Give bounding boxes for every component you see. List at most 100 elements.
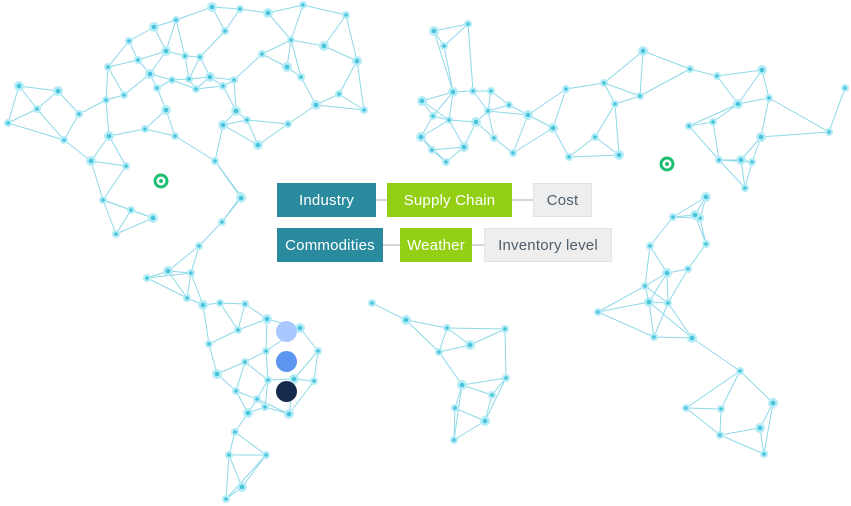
network-edge xyxy=(257,123,289,146)
network-node xyxy=(195,242,203,250)
network-edge xyxy=(644,285,669,304)
network-edge xyxy=(552,88,567,129)
network-edge xyxy=(198,221,223,247)
network-edge xyxy=(190,245,200,274)
network-node xyxy=(205,72,215,82)
network-edge xyxy=(603,50,644,84)
network-edge xyxy=(146,277,188,299)
network-node xyxy=(225,451,233,459)
tag-weather[interactable]: Weather xyxy=(400,228,472,262)
network-edge xyxy=(338,93,365,111)
network-node xyxy=(207,2,217,12)
network-node xyxy=(231,428,239,436)
network-edge xyxy=(171,79,197,90)
network-edge xyxy=(356,60,365,111)
network-edge xyxy=(667,268,689,304)
network-edge xyxy=(648,301,693,339)
network-edge xyxy=(214,124,224,162)
network-edge xyxy=(597,301,650,313)
network-node xyxy=(212,369,222,379)
network-node xyxy=(262,347,270,355)
network-edge xyxy=(78,99,107,115)
network-edge xyxy=(433,23,469,32)
network-edge xyxy=(293,350,319,380)
network-edge xyxy=(313,350,319,382)
network-node xyxy=(143,274,151,282)
network-edge xyxy=(512,127,554,154)
network-node xyxy=(295,323,305,333)
network-node xyxy=(841,84,849,92)
network-edge xyxy=(461,377,507,386)
network-edge xyxy=(290,39,302,78)
network-edge xyxy=(768,97,830,133)
network-edge xyxy=(719,408,722,436)
network-node xyxy=(717,405,725,413)
network-edge xyxy=(685,407,721,436)
network-node xyxy=(192,85,200,93)
network-node xyxy=(646,242,654,250)
network-node xyxy=(299,1,307,9)
network-edge xyxy=(688,125,720,161)
network-edge xyxy=(90,160,127,167)
network-node xyxy=(594,308,602,316)
network-edge xyxy=(699,217,707,245)
network-edge xyxy=(688,103,739,127)
network-edge xyxy=(672,196,707,218)
network-edge xyxy=(219,302,246,305)
network-node xyxy=(442,158,450,166)
network-edge xyxy=(666,272,669,304)
network-edge xyxy=(315,104,365,111)
hub-asia xyxy=(659,156,675,172)
network-node xyxy=(311,100,321,110)
network-node xyxy=(509,149,517,157)
network-node xyxy=(360,106,368,114)
network-edge xyxy=(687,243,707,270)
network-node xyxy=(417,96,427,106)
network-edge xyxy=(712,121,720,161)
network-node xyxy=(502,374,510,382)
tag-industry[interactable]: Industry xyxy=(277,183,376,217)
network-node xyxy=(765,94,773,102)
network-edge xyxy=(718,159,753,163)
network-edge xyxy=(433,30,454,93)
network-node xyxy=(715,156,723,164)
network-node xyxy=(258,50,266,58)
network-node xyxy=(638,46,648,56)
network-edge xyxy=(241,454,267,488)
network-node xyxy=(429,112,437,120)
network-edge xyxy=(760,97,770,138)
network-edge xyxy=(174,135,216,162)
tag-cost[interactable]: Cost xyxy=(533,183,592,217)
network-edge xyxy=(199,30,226,58)
network-edge xyxy=(603,82,641,97)
network-node xyxy=(120,91,128,99)
network-edge xyxy=(712,103,739,123)
network-edge xyxy=(300,76,317,106)
network-node xyxy=(241,358,249,366)
network-node xyxy=(163,266,173,276)
network-edge xyxy=(186,272,192,299)
network-edge xyxy=(487,110,529,116)
tag-inventory-level[interactable]: Inventory level xyxy=(484,228,612,262)
network-edge xyxy=(688,121,714,127)
network-edge xyxy=(597,311,655,338)
network-node xyxy=(216,299,224,307)
network-node xyxy=(736,367,744,375)
network-node xyxy=(127,206,135,214)
network-edge xyxy=(208,329,239,345)
network-node xyxy=(183,294,191,302)
tag-supply-chain[interactable]: Supply Chain xyxy=(387,183,512,217)
tag-commodities[interactable]: Commodities xyxy=(277,228,383,262)
network-edge xyxy=(175,19,186,57)
network-node xyxy=(310,377,318,385)
network-edge xyxy=(108,135,127,167)
network-edge xyxy=(202,304,210,345)
network-edge xyxy=(484,377,507,422)
network-edge xyxy=(828,87,846,133)
network-edge xyxy=(648,272,668,303)
network-edge xyxy=(237,303,246,331)
network-edge xyxy=(123,73,151,96)
network-edge xyxy=(763,402,774,455)
network-node xyxy=(125,37,133,45)
network-node xyxy=(104,131,114,141)
